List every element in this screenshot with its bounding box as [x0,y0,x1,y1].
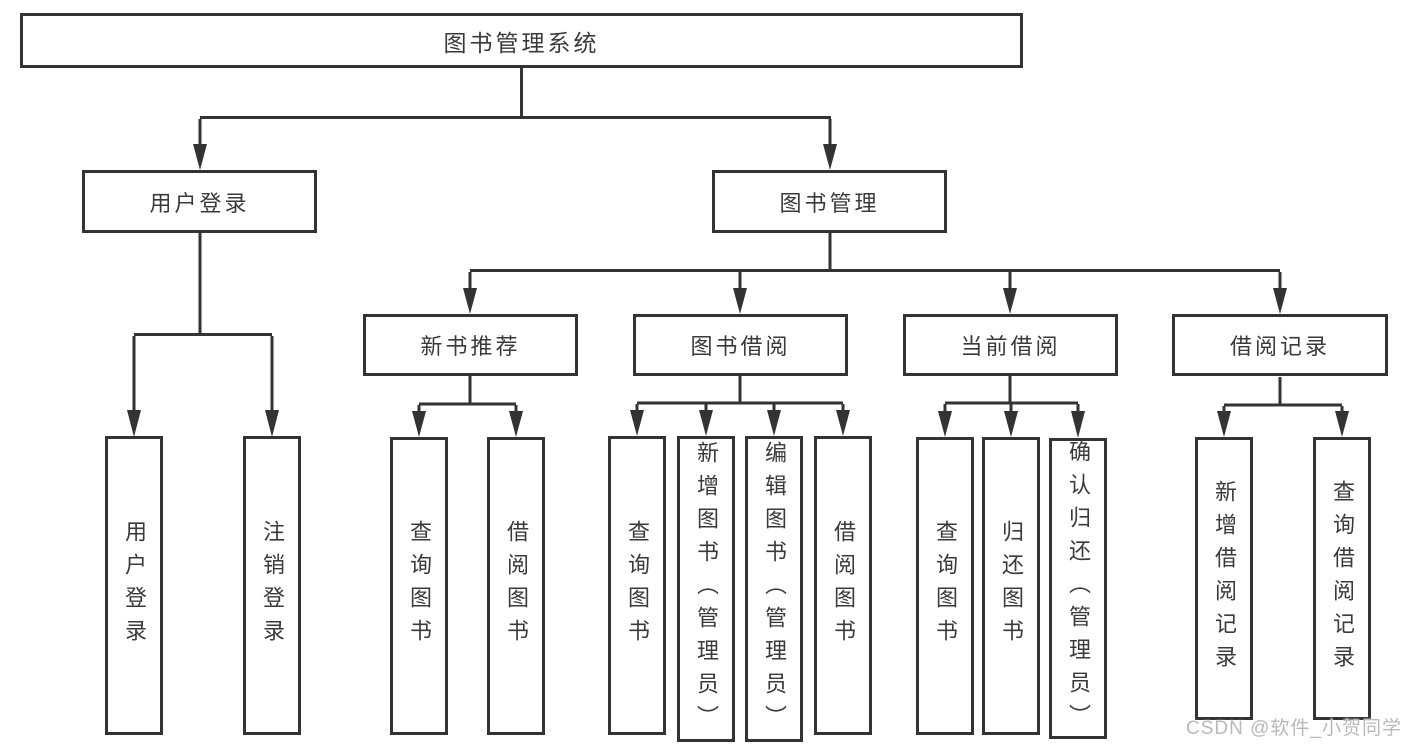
node-leaf-edit-books-admin: 编辑图书（管理员） [745,436,803,742]
node-new-book-recommend-label: 新书推荐 [420,334,521,359]
node-leaf-borrow-books-1-label: 借阅图书 [504,520,529,652]
node-leaf-query-books-1: 查询图书 [390,437,448,735]
node-leaf-user-login: 用户登录 [105,436,163,735]
node-leaf-query-books-2-label: 查询图书 [625,519,650,652]
node-current-borrowing-label: 当前借阅 [960,334,1061,359]
node-book-borrowing-label: 图书借阅 [690,334,791,359]
node-borrowing-records: 借阅记录 [1172,314,1388,376]
node-book-management-label: 图书管理 [779,190,880,216]
node-leaf-logout: 注销登录 [243,436,301,735]
node-leaf-query-borrow-record-label: 查询借阅记录 [1330,479,1355,678]
node-leaf-borrow-books-2-label: 借阅图书 [831,519,856,652]
node-leaf-add-books-admin: 新增图书（管理员） [677,436,735,742]
node-leaf-return-books: 归还图书 [982,437,1040,735]
node-leaf-edit-books-admin-label: 编辑图书（管理员） [762,440,787,738]
node-leaf-return-books-label: 归还图书 [999,520,1024,652]
node-leaf-query-books-3: 查询图书 [916,437,974,735]
node-current-borrowing: 当前借阅 [903,314,1118,376]
node-leaf-borrow-books-2: 借阅图书 [814,436,872,735]
csdn-watermark: CSDN @软件_小贺同学 [1186,718,1402,739]
node-user-login: 用户登录 [82,170,317,233]
node-leaf-confirm-return-admin-label: 确认归还（管理员） [1066,440,1091,737]
node-borrowing-records-label: 借阅记录 [1229,334,1330,359]
node-leaf-query-borrow-record: 查询借阅记录 [1313,437,1371,720]
node-book-management: 图书管理 [712,170,947,233]
node-root-label: 图书管理系统 [443,29,600,56]
node-leaf-user-login-label: 用户登录 [122,519,147,652]
node-leaf-query-books-3-label: 查询图书 [933,520,958,652]
node-book-borrowing: 图书借阅 [633,314,848,376]
node-leaf-add-borrow-record-label: 新增借阅记录 [1212,479,1237,678]
node-leaf-query-books-1-label: 查询图书 [407,520,432,652]
node-leaf-logout-label: 注销登录 [260,519,285,652]
node-leaf-add-borrow-record: 新增借阅记录 [1195,437,1253,720]
node-root: 图书管理系统 [20,13,1023,68]
node-new-book-recommend: 新书推荐 [363,314,578,376]
node-leaf-query-books-2: 查询图书 [608,436,666,735]
node-leaf-confirm-return-admin: 确认归还（管理员） [1049,438,1107,739]
node-user-login-label: 用户登录 [149,190,250,216]
node-leaf-borrow-books-1: 借阅图书 [487,437,545,735]
node-leaf-add-books-admin-label: 新增图书（管理员） [694,440,719,738]
